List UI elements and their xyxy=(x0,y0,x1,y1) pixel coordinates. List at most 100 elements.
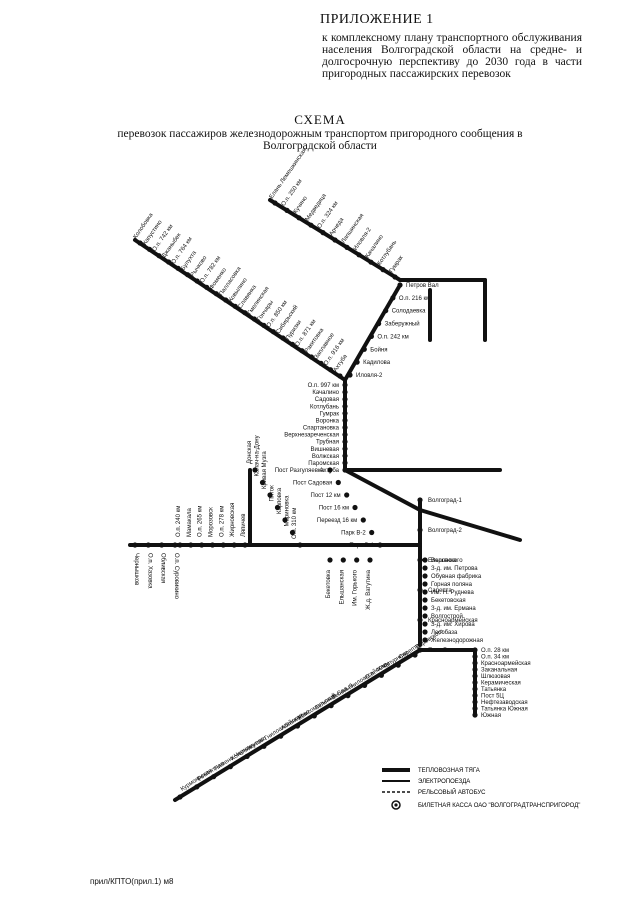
station-dot xyxy=(244,753,250,760)
station-dot xyxy=(194,278,200,284)
station-dot xyxy=(311,713,317,719)
station-dot xyxy=(345,693,351,699)
station-label: Пост Разгуляевка xyxy=(275,468,325,474)
station-dot xyxy=(472,666,478,673)
station-label: Переезд 16 км xyxy=(317,518,357,524)
station-dot xyxy=(199,542,205,548)
station-dot xyxy=(378,672,384,678)
station-label: Лесобаза xyxy=(431,630,458,636)
station-dot xyxy=(472,673,478,679)
station-label: Кучино xyxy=(293,195,310,215)
station-label: О.п. 242 км xyxy=(377,334,408,340)
station-dot xyxy=(377,542,383,548)
station-dot xyxy=(232,303,238,309)
station-dot xyxy=(360,517,366,523)
station-dot xyxy=(327,367,334,373)
station-dot xyxy=(472,660,478,666)
station-dot xyxy=(175,265,181,271)
station-label: Котлубань xyxy=(310,404,339,410)
station-label: Ельшанская xyxy=(339,570,345,604)
station-label: Заканальная xyxy=(481,668,517,674)
station-dot xyxy=(337,373,343,379)
station-dot xyxy=(347,372,353,378)
station-dot xyxy=(417,527,423,533)
station-dot xyxy=(289,529,296,536)
station-label: Бекетовка xyxy=(326,569,332,598)
station-label: О.п. 278 км xyxy=(219,506,225,537)
station-dot xyxy=(328,703,334,709)
station-label: Парк В-1 xyxy=(349,543,374,549)
station-dot xyxy=(412,652,418,658)
station-label: Сарепта xyxy=(428,588,452,594)
station-label: О.п. 28 км xyxy=(481,648,509,654)
station-dot xyxy=(137,240,143,246)
station-dot xyxy=(242,542,248,548)
station-label: Верхнезареченская xyxy=(284,433,339,439)
station-label: Парк В-2 xyxy=(341,531,366,537)
station-dot xyxy=(342,389,348,395)
station-dot xyxy=(422,597,428,603)
station-dot xyxy=(422,637,428,643)
station-dot xyxy=(342,460,348,466)
station-dot xyxy=(354,557,360,563)
station-dot xyxy=(282,517,288,523)
station-label: Донская xyxy=(247,441,253,464)
station-label: Кадилова xyxy=(363,360,391,366)
station-dot xyxy=(422,581,428,587)
n-down-line xyxy=(343,283,402,382)
station-label: Шлюзовая xyxy=(481,674,510,680)
station-dot xyxy=(344,244,350,250)
station-dot xyxy=(213,291,219,297)
station-dot xyxy=(204,284,210,290)
station-dot xyxy=(342,403,348,409)
station-dot xyxy=(297,542,303,548)
station-dot xyxy=(422,629,428,635)
station-label: Южная xyxy=(481,713,501,719)
ticket-office-icon-dot xyxy=(394,803,398,807)
station-dot xyxy=(327,557,333,563)
station-label: Воронка xyxy=(316,418,340,424)
station-dot xyxy=(274,504,281,511)
station-label: Кривая Музга xyxy=(262,451,268,489)
station-label: О.п. 216 км xyxy=(399,296,430,302)
station-dot xyxy=(417,557,423,563)
station-dot xyxy=(289,341,295,347)
station-dot xyxy=(472,653,478,660)
station-dot xyxy=(342,382,348,388)
station-label: З-д. им. Петрова xyxy=(431,566,478,572)
station-dot xyxy=(422,621,428,627)
station-label: Пост Б xyxy=(428,648,447,654)
station-dot xyxy=(270,329,276,335)
appendix-subtitle: к комплексному плану транспортного обслу… xyxy=(322,32,582,80)
station-label: Железнодорожная xyxy=(431,638,483,644)
station-dot xyxy=(335,479,341,486)
station-dot xyxy=(166,259,172,265)
station-label: Ахтуба xyxy=(320,468,340,474)
station-dot xyxy=(368,259,374,265)
station-label: Карповка xyxy=(277,487,283,514)
station-label: Пост Садовая xyxy=(293,481,332,487)
station-label: Иловля-2 xyxy=(356,373,383,379)
station-dot xyxy=(280,335,286,341)
station-label: Качалино xyxy=(312,390,339,396)
station-label: О.п. 240 км xyxy=(176,506,182,537)
station-dot xyxy=(342,467,348,473)
station-dot xyxy=(251,316,257,322)
station-dot xyxy=(261,322,267,328)
station-label: Солодаевка xyxy=(392,309,426,315)
station-dot xyxy=(220,542,226,548)
legend-ticket-label: БИЛЕТНАЯ КАССА ОАО "ВОЛГОГРАДТРАНСПРИГОР… xyxy=(418,803,580,809)
legend-diesel-label: ТЕПЛОВОЗНАЯ ТЯГА xyxy=(418,768,480,774)
station-dot xyxy=(472,686,478,692)
station-dot xyxy=(342,396,348,402)
station-dot xyxy=(367,557,373,563)
station-label: Им. Н. Руднева xyxy=(431,590,475,596)
station-label: Керамическая xyxy=(481,681,521,687)
station-dot xyxy=(342,424,348,431)
station-dot xyxy=(472,647,478,653)
station-dot xyxy=(422,589,428,595)
station-dot xyxy=(231,542,237,548)
trunk-city-line xyxy=(343,468,422,512)
station-dot xyxy=(397,282,403,288)
